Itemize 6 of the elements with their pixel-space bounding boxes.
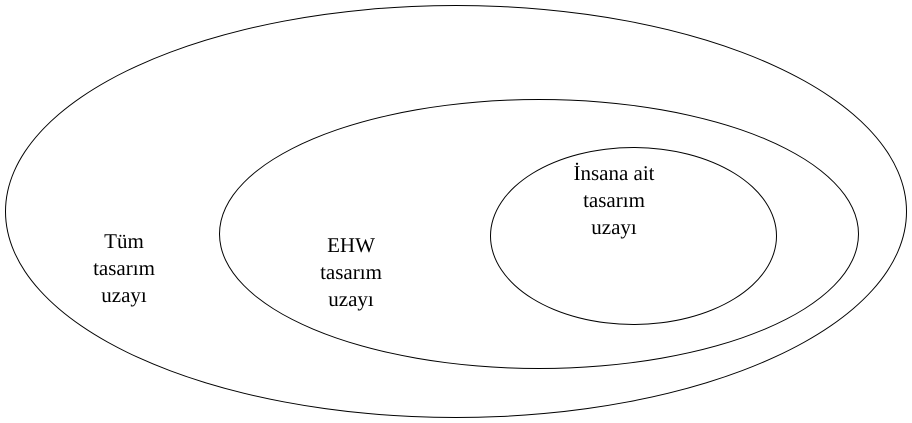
region-ellipse [490, 147, 777, 325]
region-label: Tüm tasarım uzayı [92, 228, 156, 309]
region-ellipse [219, 99, 859, 369]
region-label: EHW tasarım uzayı [319, 232, 383, 313]
region-ellipse [5, 5, 907, 418]
region-label: İnsana ait tasarım uzayı [572, 160, 656, 241]
